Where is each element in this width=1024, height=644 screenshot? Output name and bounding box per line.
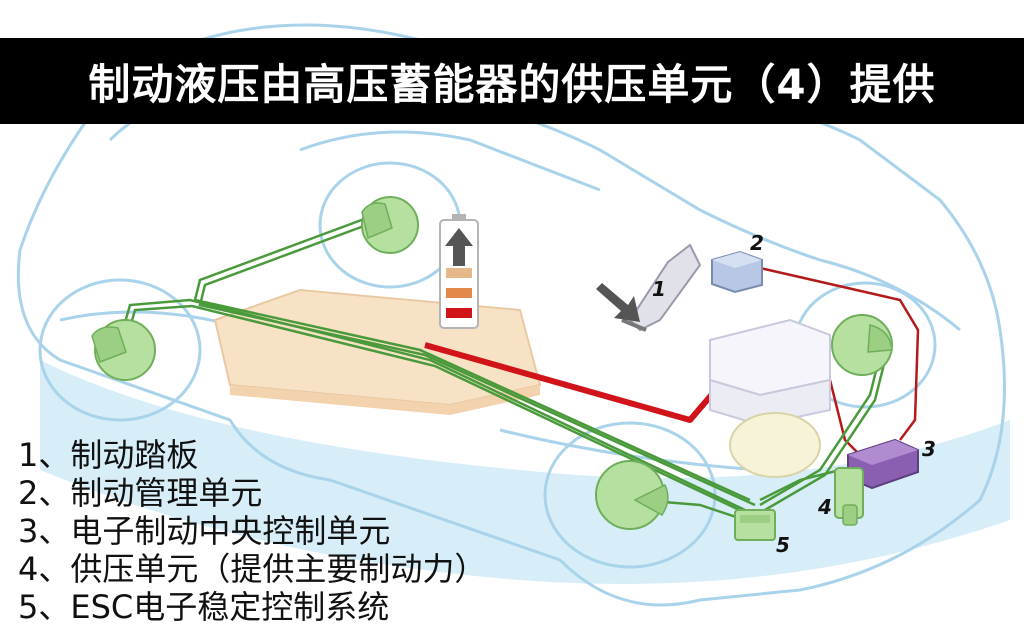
brake-pedal — [621, 243, 702, 332]
legend-item-esc: 5、ESC电子稳定控制系统 — [18, 588, 390, 626]
callout-1: 1 — [652, 277, 666, 301]
legend: 1、制动踏板 2、制动管理单元 3、电子制动中央控制单元 4、供压单元（提供主要… — [18, 436, 578, 626]
legend-item-brake-pedal: 1、制动踏板 — [18, 436, 199, 474]
esc-unit — [734, 509, 776, 541]
wheel-front-left — [361, 196, 419, 254]
legend-item-pressure-supply-unit: 4、供压单元（提供主要制动力） — [18, 550, 487, 588]
brake-booster-housing — [709, 318, 831, 478]
brake-control-unit — [847, 438, 919, 490]
electric-wire-unit3 — [828, 379, 861, 456]
pressure-supply-unit — [834, 467, 864, 526]
brake-management-unit — [711, 250, 763, 294]
wheel-front-right — [831, 314, 893, 376]
battery-level-icon — [439, 214, 479, 329]
wheel-rear-right — [595, 460, 669, 530]
title-bar: 制动液压由高压蓄能器的供压单元（4）提供 — [0, 38, 1024, 124]
page-title: 制动液压由高压蓄能器的供压单元（4）提供 — [88, 59, 936, 109]
callout-5: 5 — [776, 533, 790, 557]
callout-2: 2 — [750, 231, 764, 255]
pedal-press-arrow-icon — [596, 283, 640, 322]
callout-4: 4 — [817, 495, 832, 519]
legend-item-brake-control-unit: 3、电子制动中央控制单元 — [18, 512, 391, 550]
arrow-up-icon — [445, 228, 473, 266]
wheel-rear-left — [91, 319, 156, 381]
legend-item-brake-management-unit: 2、制动管理单元 — [18, 474, 263, 512]
electric-wire-unit2 — [759, 266, 920, 441]
callout-3: 3 — [922, 437, 936, 461]
